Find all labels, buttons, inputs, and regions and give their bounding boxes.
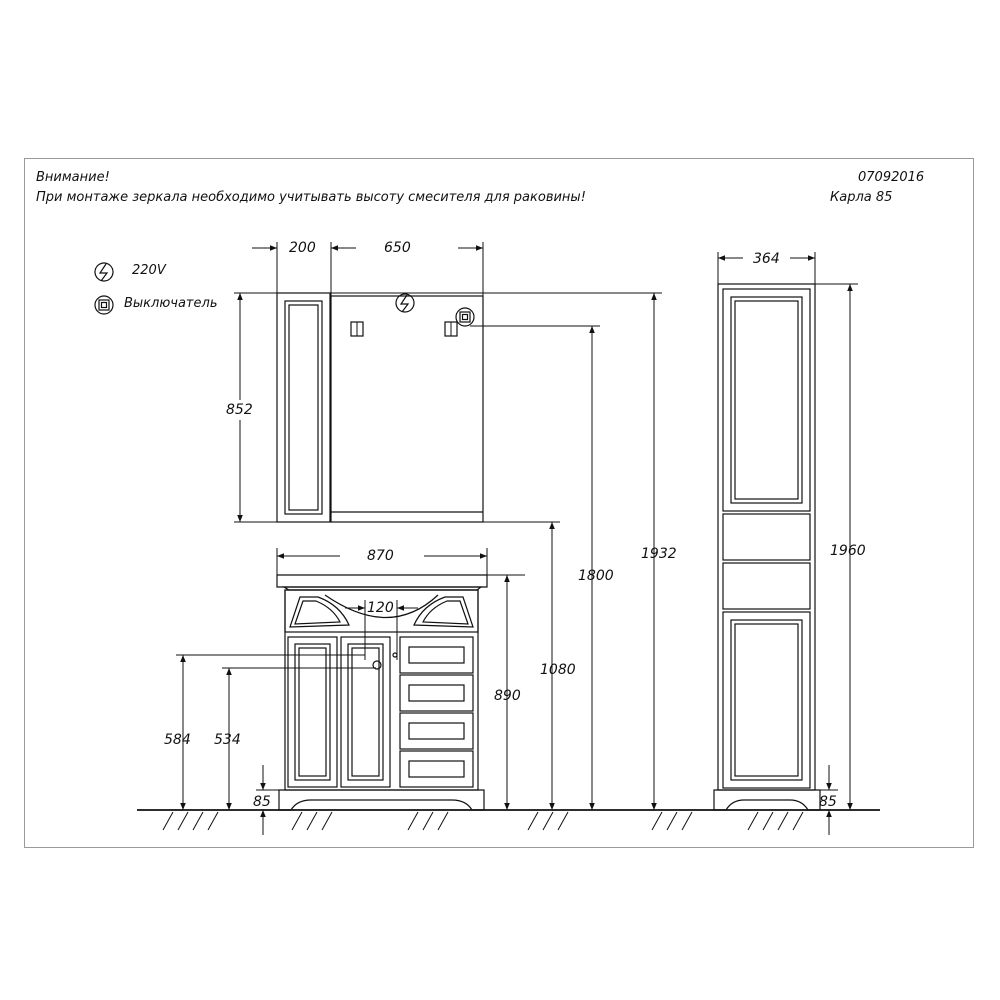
mirror-switch-icon	[455, 307, 475, 327]
dim-mirror-bottom-line	[483, 521, 560, 810]
dim-vanity-height-line	[487, 574, 525, 810]
dim-faucet-spacing: 120	[367, 600, 394, 616]
dim-column-width-line	[717, 252, 816, 284]
warning-text: При монтаже зеркала необходимо учитывать…	[36, 190, 586, 205]
dim-drain-lines	[176, 654, 376, 810]
mirror-side-cabinet	[276, 292, 331, 523]
dim-plinth-right-line	[820, 765, 838, 835]
switch-icon	[94, 295, 114, 315]
dim-column-height-line	[815, 283, 858, 810]
doc-code: 07092016	[858, 170, 925, 185]
floor-line	[137, 809, 880, 831]
dim-mirror-top-line	[331, 292, 662, 810]
mirror-panel	[330, 293, 484, 523]
dim-column-width: 364	[753, 251, 780, 267]
dim-mirror-fixing: 1800	[578, 568, 614, 584]
dim-plinth-left-line	[256, 765, 279, 835]
dim-mirror-height-line	[234, 292, 277, 523]
dim-top-widths	[252, 242, 484, 296]
dim-plinth-left: 85	[253, 794, 271, 810]
dim-vanity-width-line	[276, 548, 488, 575]
dim-faucet-spacing-line	[345, 600, 418, 660]
power-label: 220V	[132, 263, 166, 278]
dim-mirror-top: 1932	[641, 546, 677, 562]
dim-drain-height-1: 584	[164, 732, 191, 748]
dim-cabinet-width: 200	[289, 240, 316, 256]
model-name: Карла 85	[830, 190, 893, 205]
mirror-socket-icon	[395, 293, 415, 313]
warning-title: Внимание!	[36, 170, 110, 185]
dim-column-height: 1960	[830, 543, 866, 559]
dim-mirror-bottom: 1080	[540, 662, 576, 678]
vanity-cabinet	[276, 574, 488, 811]
lightning-socket-icon	[94, 262, 114, 282]
dim-mirror-width: 650	[384, 240, 411, 256]
dim-vanity-width: 870	[367, 548, 394, 564]
dim-vanity-height: 890	[494, 688, 521, 704]
dim-plinth-right: 85	[819, 794, 837, 810]
switch-label: Выключатель	[124, 296, 218, 311]
dim-mirror-fixing-line	[470, 325, 600, 810]
dim-mirror-height: 852	[226, 402, 253, 418]
dim-drain-height-2: 534	[214, 732, 241, 748]
column-cabinet	[713, 283, 821, 811]
